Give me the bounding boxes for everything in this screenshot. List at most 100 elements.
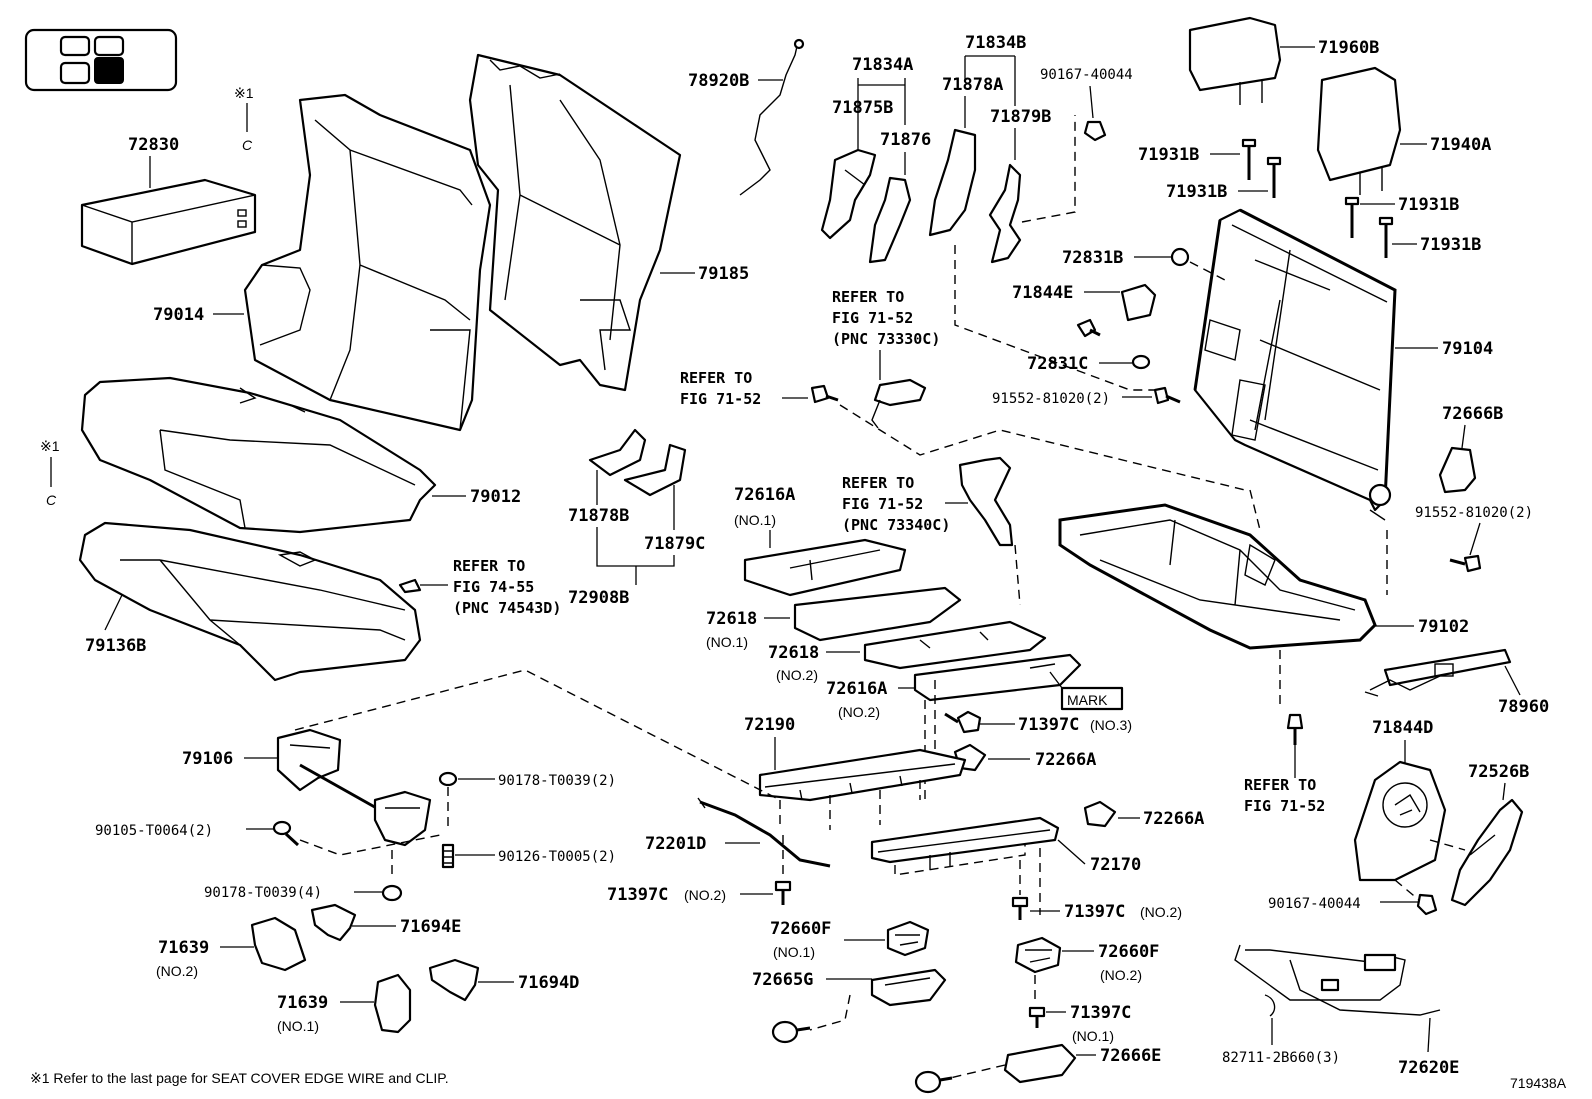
label-79102: 79102 bbox=[1418, 617, 1469, 637]
label-71875b: 71875B bbox=[832, 98, 893, 118]
nut-90178-t0039-b bbox=[381, 884, 403, 902]
part-71397c-no2-clip-b bbox=[1011, 896, 1029, 920]
label-71876: 71876 bbox=[880, 130, 931, 150]
part-71940a-headrest bbox=[1316, 66, 1402, 195]
clip-72665g bbox=[771, 1020, 811, 1044]
refer-to-74-55-a: REFER TO bbox=[453, 557, 525, 575]
footnote: ※1 Refer to the last page for SEAT COVER… bbox=[30, 1070, 449, 1086]
part-79104-seatback-frame bbox=[1193, 208, 1397, 521]
label-90178-t0039-2: 90178-T0039(2) bbox=[498, 773, 616, 789]
label-72831c: 72831C bbox=[1027, 354, 1088, 374]
part-71639-no1-cover bbox=[373, 973, 412, 1034]
label-79014: 79014 bbox=[153, 305, 204, 325]
part-72618-no2-cover bbox=[863, 620, 1047, 670]
clip-72666e bbox=[914, 1070, 953, 1094]
note-marker-2: ※1 bbox=[40, 438, 60, 454]
label-72660f-2-no: (NO.2) bbox=[1100, 967, 1142, 983]
mark-box bbox=[1060, 686, 1124, 711]
label-72190: 72190 bbox=[744, 715, 795, 735]
label-71844e: 71844E bbox=[1012, 283, 1073, 303]
label-90126-t0005: 90126-T0005(2) bbox=[498, 849, 616, 865]
label-72660f-2: 72660F bbox=[1098, 942, 1159, 962]
refer-to-71-52-left-a: REFER TO bbox=[680, 369, 752, 387]
label-91552-81020-b: 91552-81020(2) bbox=[1415, 505, 1533, 521]
part-71931b-guide-3 bbox=[1344, 196, 1360, 238]
part-71397c-no1-clip bbox=[1028, 1006, 1046, 1028]
part-79012-cushion-cover bbox=[80, 376, 437, 534]
label-71834a: 71834A bbox=[852, 55, 913, 75]
label-72618-2-no: (NO.2) bbox=[776, 667, 818, 683]
label-72616a-1-no: (NO.1) bbox=[734, 512, 776, 528]
label-72660f-1: 72660F bbox=[770, 919, 831, 939]
part-72201d-rod bbox=[697, 797, 831, 868]
part-72666b-bracket bbox=[1438, 446, 1477, 494]
refer-to-74-55-b: FIG 74-55 bbox=[453, 578, 534, 596]
bolt-90105-t0064 bbox=[272, 820, 300, 847]
label-79185: 79185 bbox=[698, 264, 749, 284]
part-72618-no1-cover bbox=[793, 586, 962, 642]
label-71879b: 71879B bbox=[990, 107, 1051, 127]
part-71876-cover bbox=[868, 176, 912, 264]
part-71694e-cover bbox=[310, 903, 357, 942]
part-72620e-wire-harness bbox=[1234, 944, 1441, 1017]
part-72660f-no1-lock bbox=[886, 920, 930, 957]
label-71931b-3: 71931B bbox=[1398, 195, 1459, 215]
bolt-refer-71-52-left bbox=[810, 384, 839, 404]
label-72618-2: 72618 bbox=[768, 643, 819, 663]
part-71397c-no2-clip-a bbox=[774, 880, 792, 905]
part-71879b-cover bbox=[988, 163, 1022, 264]
part-72665g-cover bbox=[870, 968, 947, 1007]
label-79012: 79012 bbox=[470, 487, 521, 507]
label-71878b: 71878B bbox=[568, 506, 629, 526]
label-90178-t0039-4: 90178-T0039(4) bbox=[204, 885, 322, 901]
part-79106-lock-assembly bbox=[276, 728, 432, 847]
part-72616a-no1-cover bbox=[743, 538, 907, 597]
part-72170-rail bbox=[870, 816, 1060, 870]
label-78920b: 78920B bbox=[688, 71, 749, 91]
label-71639-1-no: (NO.1) bbox=[277, 1018, 319, 1034]
label-71397c-1-no: (NO.1) bbox=[1072, 1028, 1114, 1044]
label-72266a-2: 72266A bbox=[1143, 809, 1204, 829]
refer-to-73340c-c: (PNC 73340C) bbox=[842, 516, 950, 534]
refer-to-73330c-b: FIG 71-52 bbox=[832, 309, 913, 327]
part-72666e-cover bbox=[1003, 1043, 1077, 1084]
bolt-91552-81020-a bbox=[1153, 386, 1181, 405]
part-71879c-bracket bbox=[623, 443, 687, 497]
label-71694e: 71694E bbox=[400, 917, 461, 937]
part-90167-40044-clip-top bbox=[1083, 120, 1107, 142]
label-72660f-1-no: (NO.1) bbox=[773, 944, 815, 960]
label-72618-1: 72618 bbox=[706, 609, 757, 629]
label-82711-2b660: 82711-2B660(3) bbox=[1222, 1050, 1340, 1066]
bolt-refer-71-52-right bbox=[1286, 713, 1304, 745]
refer-to-73330c-a: REFER TO bbox=[832, 288, 904, 306]
part-71875b-cover bbox=[820, 148, 877, 240]
refer-to-71-52-right-b: FIG 71-52 bbox=[1244, 797, 1325, 815]
part-72831b-cap bbox=[1170, 247, 1190, 267]
label-72666b: 72666B bbox=[1442, 404, 1503, 424]
label-71940a: 71940A bbox=[1430, 135, 1491, 155]
label-71397c-1: 71397C bbox=[1070, 1003, 1131, 1023]
label-71639-1: 71639 bbox=[277, 993, 328, 1013]
part-79014-seatback-cover bbox=[243, 93, 492, 432]
part-72831c-cap bbox=[1131, 354, 1151, 370]
label-79136b: 79136B bbox=[85, 636, 146, 656]
part-72526b-knob bbox=[1450, 798, 1524, 907]
label-79106: 79106 bbox=[182, 749, 233, 769]
note-marker-1: ※1 bbox=[234, 85, 254, 101]
refer-to-73330c-c: (PNC 73330C) bbox=[832, 330, 940, 348]
label-72526b: 72526B bbox=[1468, 762, 1529, 782]
part-71397c-no3-clip bbox=[944, 710, 982, 734]
part-71931b-guide-4 bbox=[1378, 216, 1394, 258]
label-90167-40044-top: 90167-40044 bbox=[1040, 67, 1133, 83]
label-72831b: 72831B bbox=[1062, 248, 1123, 268]
figure-id: 719438A bbox=[1510, 1075, 1567, 1091]
label-71960b: 71960B bbox=[1318, 38, 1379, 58]
label-72620e: 72620E bbox=[1398, 1058, 1459, 1078]
label-91552-81020-a: 91552-81020(2) bbox=[992, 391, 1110, 407]
label-71844d: 71844D bbox=[1372, 718, 1433, 738]
label-71397c-2b: 71397C bbox=[1064, 902, 1125, 922]
clip-symbol-1: C bbox=[242, 137, 253, 153]
seat-position-indicator-icon bbox=[24, 28, 178, 92]
label-71397c-2a: 71397C bbox=[607, 885, 668, 905]
